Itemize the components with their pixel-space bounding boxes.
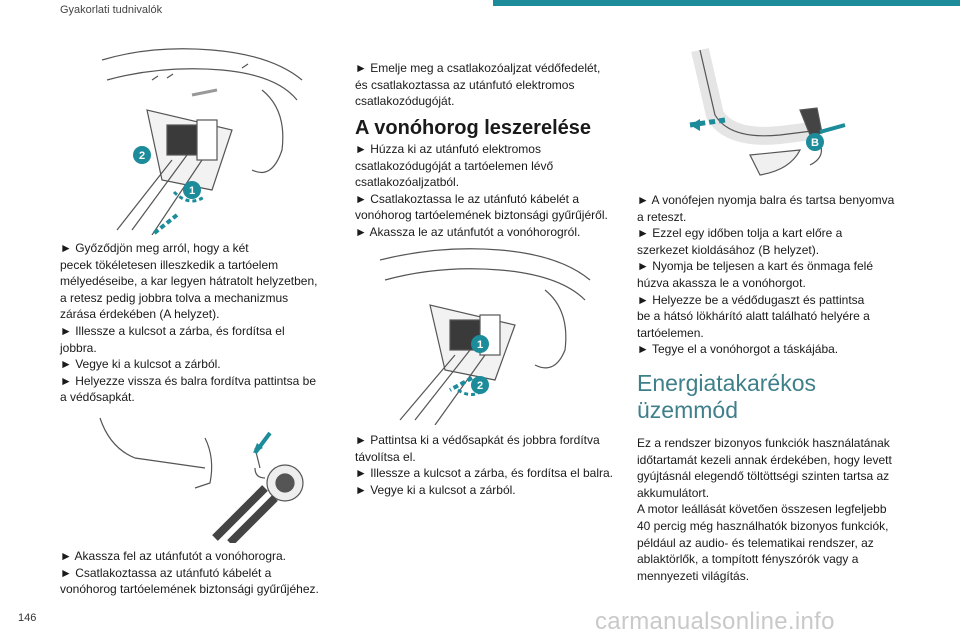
header-accent-bar [493, 0, 960, 6]
paragraph-line: csatlakozódugóját a tartóelemen lévő [355, 158, 554, 173]
svg-text:1: 1 [477, 339, 483, 351]
callout-marker [471, 376, 489, 394]
illustration-trailer-cable [99, 417, 304, 543]
paragraph-line: ► Helyezze be a védődugaszt és pattintsa [637, 292, 865, 307]
column-3-block-2: Ez a rendszer bizonyos funkciók használa… [637, 435, 912, 584]
paragraph-line: húzva akassza le a vonóhorgot. [637, 275, 806, 290]
paragraph-line: ► Vegye ki a kulcsot a zárból. [355, 482, 516, 497]
paragraph-line: időtartamát kezeli annak érdekében, hogy… [637, 452, 892, 467]
paragraph-line: ► Csatlakoztassa le az utánfutó kábelét … [355, 191, 580, 206]
svg-text:1: 1 [189, 185, 195, 197]
column-2-block-1: ► Húzza ki az utánfutó elektromos csatla… [355, 141, 625, 241]
callout-marker [471, 335, 489, 353]
paragraph-line: ► Akassza fel az utánfutót a vonóhorogra… [60, 549, 287, 563]
paragraph-line: ► Illessze a kulcsot a zárba, és fordíts… [355, 466, 613, 481]
paragraph-line: a retesz pedig jobbra tolva a mechanizmu… [60, 290, 289, 305]
paragraph-line: be a hátsó lökhárító alatt található hel… [637, 309, 870, 324]
section-heading-energy-saving: Energiatakarékos üzemmód [637, 370, 912, 424]
heading-line: üzemmód [637, 397, 738, 423]
paragraph-line: ► Pattintsa ki a védősapkát és jobbra fo… [355, 433, 600, 447]
paragraph-line: csatlakozóaljzatból. [355, 175, 460, 190]
paragraph-line: ► Helyezze vissza és balra fordítva patt… [60, 373, 316, 388]
paragraph-line: jobbra. [60, 340, 97, 355]
paragraph-line: akkumulátort. [637, 485, 710, 500]
callout-marker [806, 133, 824, 151]
paragraph-line: mélyedéseibe, a kar legyen hátratolt hel… [60, 274, 318, 289]
paragraph-line: vonóhorog tartóelemének biztonsági gyűrű… [60, 582, 319, 597]
paragraph-line: a védősapkát. [60, 390, 135, 405]
illustration-release-lever: B [689, 47, 846, 176]
paragraph-line: Ez a rendszer bizonyos funkciók használa… [637, 436, 890, 450]
paragraph-line: ► Akassza le az utánfutót a vonóhorogról… [355, 224, 581, 239]
paragraph-line: és csatlakoztassa az utánfutó elektromos [355, 77, 575, 92]
column-1-block-1: ► Győződjön meg arról, hogy a két pecek … [60, 240, 340, 406]
paragraph-line: pecek tökéletesen illeszkedik a tartóele… [60, 257, 279, 272]
page-number: 146 [18, 612, 37, 624]
paragraph-line: tartóelemen. [637, 325, 704, 340]
paragraph-line: A motor leállását követően összesen legf… [637, 502, 887, 517]
paragraph-line: ablaktörlők, a tompított fényszórók vagy… [637, 552, 859, 567]
paragraph-line: ► Emelje meg a csatlakozóaljzat védőfede… [355, 61, 601, 75]
callout-marker [183, 181, 201, 199]
paragraph-line: zárása érdekében (A helyzet). [60, 307, 220, 322]
svg-text:2: 2 [477, 380, 483, 392]
paragraph-line: ► Illessze a kulcsot a zárba, és fordíts… [60, 323, 285, 338]
paragraph-line: szerkezet kioldásához (B helyzet). [637, 242, 820, 257]
svg-text:B: B [811, 137, 819, 149]
watermark: carmanualsonline.info [595, 608, 835, 635]
heading-line: Energiatakarékos [637, 370, 816, 396]
paragraph-line: ► Tegye el a vonóhorgot a táskájába. [637, 342, 839, 357]
column-2-block-2: ► Pattintsa ki a védősapkát és jobbra fo… [355, 432, 625, 498]
running-header: Gyakorlati tudnivalók [60, 4, 163, 16]
paragraph-line: ► Vegye ki a kulcsot a zárból. [60, 357, 221, 372]
paragraph-line: mennyezeti világítás. [637, 568, 750, 583]
paragraph-line: a reteszt. [637, 209, 687, 224]
callout-marker [133, 146, 151, 164]
illustration-key-unlock: 1 2 [379, 248, 591, 425]
paragraph-line: csatlakozódugóját. [355, 94, 455, 109]
paragraph-line: vonóhorog tartóelemének biztonsági gyűrű… [355, 208, 608, 223]
column-3-block-1: ► A vonófejen nyomja balra és tartsa ben… [637, 192, 912, 358]
paragraph-line: 40 percig még használhatók bizonyos funk… [637, 518, 889, 533]
paragraph-line: távolítsa el. [355, 449, 416, 464]
paragraph-line: ► A vonófejen nyomja balra és tartsa ben… [637, 193, 895, 207]
paragraph-line: gyújtásnál elegendő töltöttségi szinten … [637, 469, 890, 484]
paragraph-line: például az audio- és telematikai rendsze… [637, 535, 874, 550]
column-1-block-2: ► Akassza fel az utánfutót a vonóhorogra… [60, 548, 340, 598]
svg-text:2: 2 [139, 150, 145, 162]
section-heading-towbar-removal: A vonóhorog leszerelése [355, 117, 591, 139]
column-2-intro: ► Emelje meg a csatlakozóaljzat védőfede… [355, 60, 625, 110]
paragraph-line: ► Csatlakoztassa az utánfutó kábelét a [60, 565, 272, 580]
illustration-key-lock: 2 1 [101, 48, 303, 235]
paragraph-line: ► Nyomja be teljesen a kart és önmaga fe… [637, 259, 873, 274]
paragraph-line: ► Győződjön meg arról, hogy a két [60, 241, 249, 255]
paragraph-line: ► Húzza ki az utánfutó elektromos [355, 142, 541, 156]
paragraph-line: ► Ezzel egy időben tolja a kart előre a [637, 226, 843, 241]
